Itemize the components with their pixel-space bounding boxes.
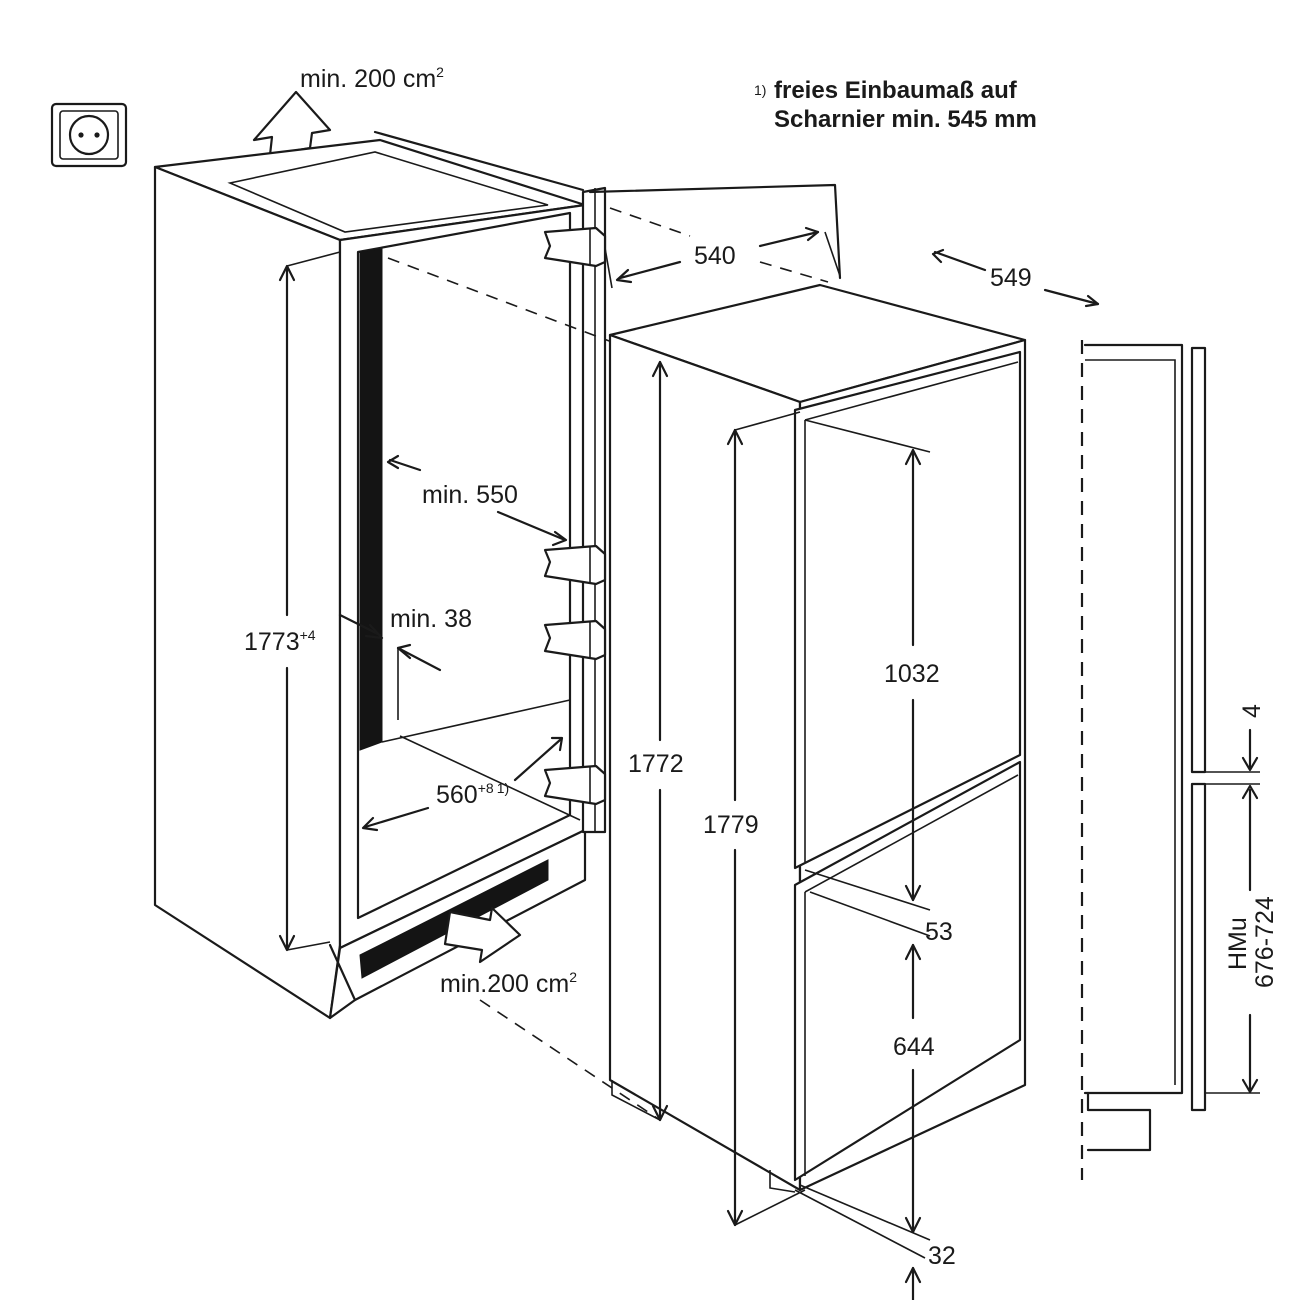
dimension-lines bbox=[278, 226, 1100, 1300]
vent-bottom-label: min.200 cm2 bbox=[440, 969, 577, 998]
installation-niche bbox=[153, 130, 587, 1020]
gap-53-label: 53 bbox=[925, 918, 953, 946]
foot-32-label: 32 bbox=[928, 1242, 956, 1270]
airflow-up-arrow-icon bbox=[252, 90, 332, 157]
door-lower bbox=[793, 760, 1022, 1182]
door-upper bbox=[793, 350, 1022, 870]
hinge-top bbox=[543, 226, 607, 268]
hinge-upper-middle bbox=[543, 544, 607, 586]
niche-height-label: 1773+4 bbox=[244, 627, 316, 656]
depth-540-label: 540 bbox=[694, 242, 736, 270]
hmu-label: HMu bbox=[1224, 917, 1252, 970]
vent-top-label: min. 200 cm2 bbox=[300, 64, 444, 93]
door-lower-label: 644 bbox=[893, 1033, 935, 1061]
height-1772-label: 1772 bbox=[628, 750, 684, 778]
power-socket-icon bbox=[50, 102, 128, 168]
airflow-in-arrow-icon bbox=[443, 906, 522, 964]
installation-footnote: 1) freies Einbaumaß auf Scharnier min. 5… bbox=[754, 77, 1037, 133]
min-38-label: min. 38 bbox=[390, 605, 472, 633]
hinge-bottom bbox=[543, 764, 607, 806]
footnote-line-2: Scharnier min. 545 mm bbox=[774, 106, 1037, 133]
footnote-marker: 1) bbox=[754, 82, 766, 98]
height-1779-label: 1779 bbox=[703, 811, 759, 839]
hmu-range-label: 676-724 bbox=[1251, 896, 1279, 988]
hinge-strip bbox=[543, 186, 607, 834]
hinge-lower-middle bbox=[543, 619, 607, 661]
gap-4-label: 4 bbox=[1238, 704, 1266, 718]
width-549-label: 549 bbox=[990, 264, 1032, 292]
door-upper-label: 1032 bbox=[884, 660, 940, 688]
footnote-line-1: freies Einbaumaß auf bbox=[774, 77, 1018, 104]
side-section-view bbox=[1080, 340, 1260, 1180]
min-550-label: min. 550 bbox=[422, 481, 518, 509]
reference-lines bbox=[387, 183, 842, 1121]
